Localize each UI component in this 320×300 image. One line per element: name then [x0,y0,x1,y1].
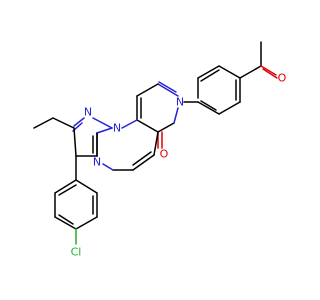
ethyl-group [33,117,75,129]
n-pyrazole-1-label: N [84,106,92,119]
n-pyridone-label: N [176,96,184,109]
pyrazole-ring [72,117,113,157]
acetyl-group [239,41,278,79]
acetylphenyl-ring [197,65,241,115]
pyridone-ring [136,81,199,149]
chlorophenyl-ring [54,155,98,245]
n-pyrazole-2-label: N [113,122,121,135]
o-acetyl-label: O [278,72,287,85]
n-pyrimidine-label: N [93,156,101,169]
o-lactam-label: O [160,148,169,161]
chlorine-label: Cl [71,246,82,259]
molecule-structure-diagram: N N N N O O Cl [33,41,287,259]
